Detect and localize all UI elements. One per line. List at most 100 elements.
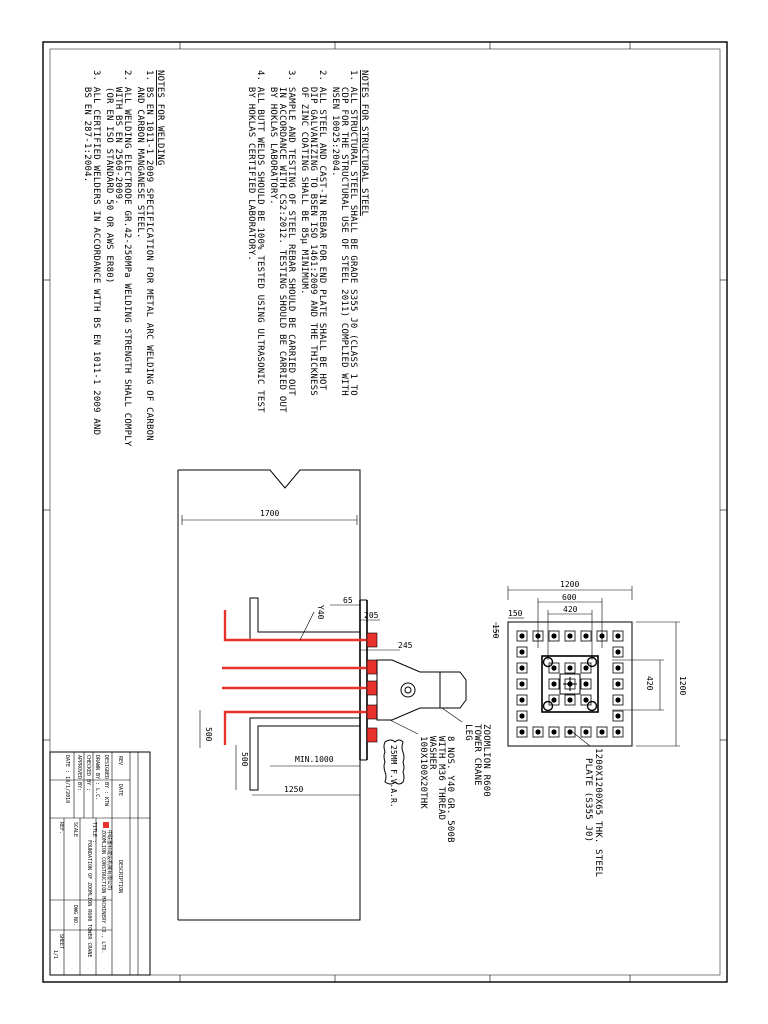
weld-tag: 25MM F.V.A.R. [389,745,398,808]
bolt-hole [551,681,557,687]
rebar-label: Y40 [316,605,325,620]
section-dimensions [181,515,400,796]
tb-sheet-value: 1/1 [52,950,58,959]
plan-dim-1200-right: 1200 [678,676,687,695]
tb-drawn: DRAWN BY : L.C. [94,755,100,800]
bolt-washer [516,630,528,642]
bolt-washer [564,630,576,642]
leg-bolt [586,700,598,712]
bolt-hole [615,665,621,671]
structural-note-line: BY HOKLAS LABORATORY. [268,70,278,205]
bolt-hole [519,633,525,639]
bolt-hole [583,697,589,703]
bolt-washer [548,726,560,738]
bolt-hole [583,633,589,639]
plate-leader [569,729,591,747]
bolt-washer [532,726,544,738]
bolt-hole [615,697,621,703]
bolt-washer [580,726,592,738]
bolt-hole [535,729,541,735]
centre-block [559,673,581,695]
bolt-washer [516,678,528,690]
crane-leg-pin-hole [404,686,412,694]
welding-note-line: (OR EN ISO STANDARD 50 OR AWS ER80) [104,70,114,284]
bolt-label-line: 100X100X20THK [418,736,428,809]
dim-65: 65 [343,596,353,605]
inner-border [49,48,721,976]
tb-rev: REV [117,756,123,765]
bolt-washer [612,710,624,722]
welding-note-line: 2. ALL WELDING ELECTRODE GR.42-250MPa WE… [122,70,132,447]
bolt-hole [519,713,525,719]
weld-cloud [383,739,405,785]
bolt-hole [519,681,525,687]
bolt-washer [548,630,560,642]
bolt-washer [612,662,624,674]
structural-note-line: NSEN 10025:2004. [330,70,340,177]
base-plate-outline [507,621,633,747]
bolt-hole [615,681,621,687]
bolt-washer [564,694,576,706]
bolt-hole [615,729,621,735]
bolt-hole [519,697,525,703]
crane-label-line: ZOOMLION R600 [481,724,491,797]
tb-date-value: DATE : 18/1/2018 [64,755,70,803]
welding-note-line: WITH BS EN 2560-2009. [113,70,123,205]
bolt-washer [564,726,576,738]
structural-note-line: BY HOKLAS CERTIFIED LABORATORY. [246,70,256,261]
bolt-washer [516,662,528,674]
crane-leg-pin [400,682,416,698]
bolt-hole [551,665,557,671]
bolt-washer [548,694,560,706]
anchor-nut [366,727,378,743]
bolt-hole [519,665,525,671]
bolt-hole [567,697,573,703]
dim-500-a: 500 [204,727,213,742]
structural-note-line: 1. ALL STRUCTURAL STEEL SHALL BE GRADE S… [348,70,358,396]
anchor-nut [366,704,378,720]
bolt-hole [615,649,621,655]
border-ticks [43,42,727,982]
bolt-hole [567,665,573,671]
bolt-hole [583,665,589,671]
bolt-hole [599,729,605,735]
tb-date-header: DATE [117,784,123,796]
anchor-bolts [366,632,378,743]
bolt-washer [596,726,608,738]
leg-bolt [542,700,554,712]
structural-note-line: IN ACCORDANCE WITH CS2:2012. TESTING SHO… [277,70,287,413]
welding-notes-heading: NOTES FOR WELDING [155,70,165,166]
dim-1250: 1250 [284,785,303,794]
bolt-washer [548,662,560,674]
bolt-washer [548,678,560,690]
tb-dwg-no: DWG NO. [72,905,78,926]
bolt-washer [516,694,528,706]
tb-project: FOUNDATION OF ZOOMLION R600 TOWER CRANE [86,840,92,957]
crane-label-line: LEG [463,724,473,741]
bolt-washer [564,662,576,674]
structural-note-line: DIP GALVANIZING TO BSEN ISO 1461:2009 AN… [308,70,318,396]
crane-leg [376,659,467,721]
plate-label-line: 1200X1200X65 THK. STEEL [593,748,603,877]
dim-500-b: 500 [240,752,249,767]
bolt-label-line: WITH M36 THREAD [436,736,446,820]
tb-description-header: DESCRIPTION [117,860,123,893]
anchor-bar-red [223,610,372,642]
foundation-section: 1700 65 205 245 MIN.1000 1250 500 500 Y4… [177,469,491,921]
structural-notes-heading: NOTES FOR STRUCTURAL STEEL [359,70,369,216]
dim-1700: 1700 [260,509,279,518]
plan-dimensions [495,586,680,747]
bolt-washer [580,630,592,642]
base-plate-plan: 1200 600 420 150 150 420 1200 1200X1200X… [491,580,687,877]
plan-dim-600: 600 [562,593,577,602]
bolt-washer [612,646,624,658]
bolt-grid [516,630,624,738]
welding-note-line: 3. ALL CERTIFIED WELDERS IN ACCORDANCE W… [91,70,101,435]
bolt-hole [583,681,589,687]
bolt-washer [612,678,624,690]
structural-notes: NOTES FOR STRUCTURAL STEEL 1. ALL STRUCT… [246,70,369,413]
tb-checked: CHECKED BY : [85,755,91,791]
structural-note-line: CDP FOR THE STRUCTURAL USE OF STEEL 2011… [339,70,349,396]
